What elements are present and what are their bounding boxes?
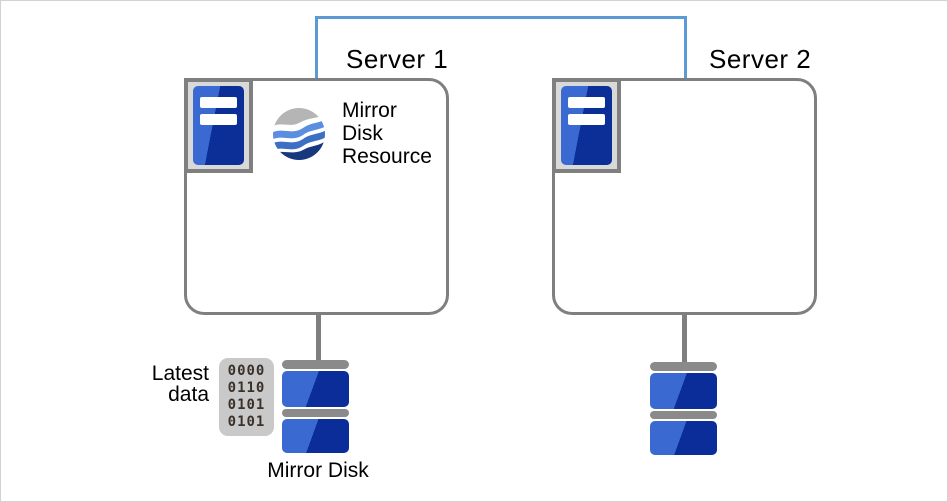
server1-label: Server 1 <box>346 44 449 74</box>
mirror-disk-resource-icon <box>273 108 325 160</box>
latest-data-label: Latest data <box>151 362 209 406</box>
disk-platter <box>650 421 717 455</box>
interconnect-line <box>315 16 687 78</box>
disk-platter <box>650 373 717 409</box>
binary-data-icon: 0000 0110 0101 0101 <box>219 358 274 436</box>
disk-platter <box>282 371 349 407</box>
binary-row: 0110 <box>227 380 266 396</box>
server1-disk-connector <box>316 313 321 361</box>
mirror-disk-resource-label: Mirror Disk Resource <box>342 99 432 168</box>
server2-tower-icon <box>552 78 621 173</box>
server2-label: Server 2 <box>709 44 812 74</box>
disk-cap <box>282 360 349 369</box>
binary-row: 0000 <box>227 363 266 379</box>
server-slot <box>568 97 605 108</box>
server2-mirror-disk-icon <box>650 362 717 455</box>
disk-separator <box>650 411 717 419</box>
mirror-disk-label: Mirror Disk <box>267 459 369 482</box>
disk-platter <box>282 419 349 453</box>
disk-cap <box>650 362 717 371</box>
server-slot <box>568 114 605 125</box>
disk-separator <box>282 409 349 417</box>
server1-tower-icon <box>184 78 253 173</box>
binary-row: 0101 <box>227 414 266 430</box>
server1-mirror-disk-icon <box>282 360 349 453</box>
server2-disk-connector <box>682 313 687 363</box>
server-slot <box>200 97 237 108</box>
server-tower-body <box>561 86 612 165</box>
binary-row: 0101 <box>227 397 266 413</box>
server-slot <box>200 114 237 125</box>
server-tower-body <box>193 86 244 165</box>
